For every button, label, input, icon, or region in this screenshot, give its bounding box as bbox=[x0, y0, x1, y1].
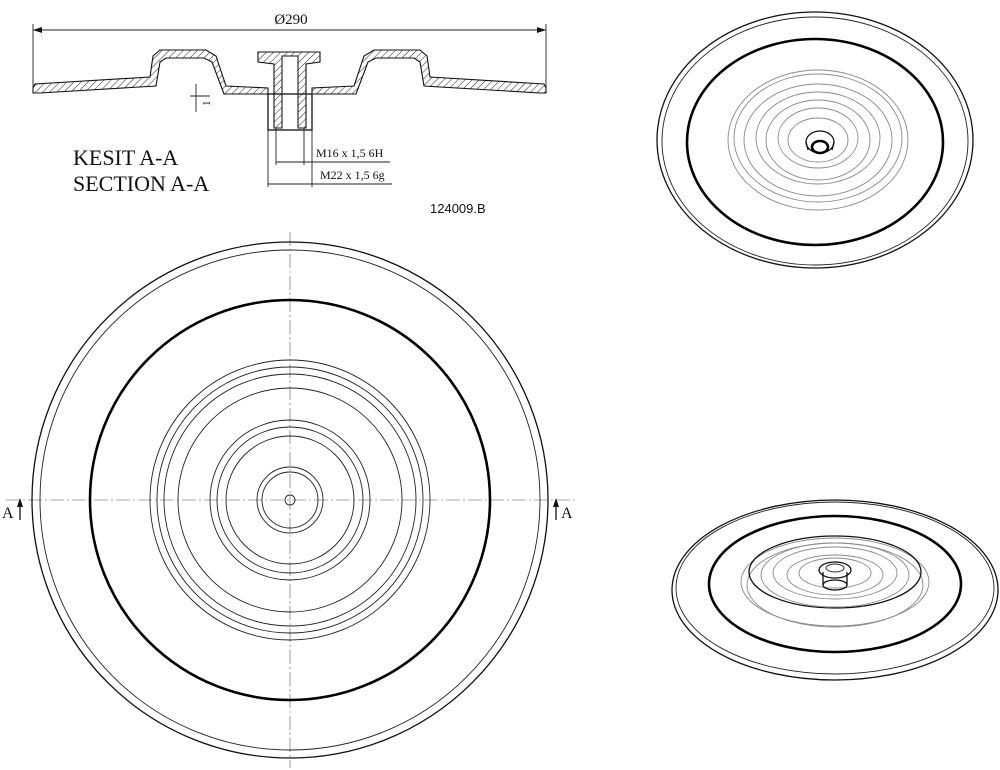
section-title-en: SECTION A-A bbox=[73, 171, 209, 196]
drawing-number: 124009.B bbox=[430, 201, 486, 216]
central-boss bbox=[257, 51, 321, 131]
section-title-tr: KESIT A-A bbox=[73, 145, 178, 170]
small-dim-label: 1 bbox=[201, 101, 213, 107]
thickness-dimension: 1 bbox=[190, 84, 213, 112]
isometric-side-view bbox=[671, 499, 999, 681]
thread-outer-label: M22 x 1,5 6g bbox=[320, 168, 385, 182]
disc-profile bbox=[32, 49, 269, 95]
diameter-label: Ø290 bbox=[274, 12, 307, 28]
thread-dimensions: M16 x 1,5 6H M22 x 1,5 6g bbox=[267, 128, 392, 187]
diameter-dimension: Ø290 bbox=[32, 12, 547, 90]
section-marker-left-label: A bbox=[2, 505, 14, 522]
plan-view: A A bbox=[2, 232, 575, 768]
isometric-top-view bbox=[656, 11, 974, 269]
thread-inner-label: M16 x 1,5 6H bbox=[316, 146, 384, 160]
seal-ring bbox=[88, 298, 492, 702]
section-marker-left: A bbox=[2, 498, 23, 522]
section-view: Ø290 1 M16 x 1,5 6H M22 x 1,5 6g bbox=[32, 12, 547, 196]
outer-rim bbox=[31, 241, 549, 759]
section-marker-right: A bbox=[553, 498, 573, 522]
section-marker-right-label: A bbox=[561, 505, 573, 522]
